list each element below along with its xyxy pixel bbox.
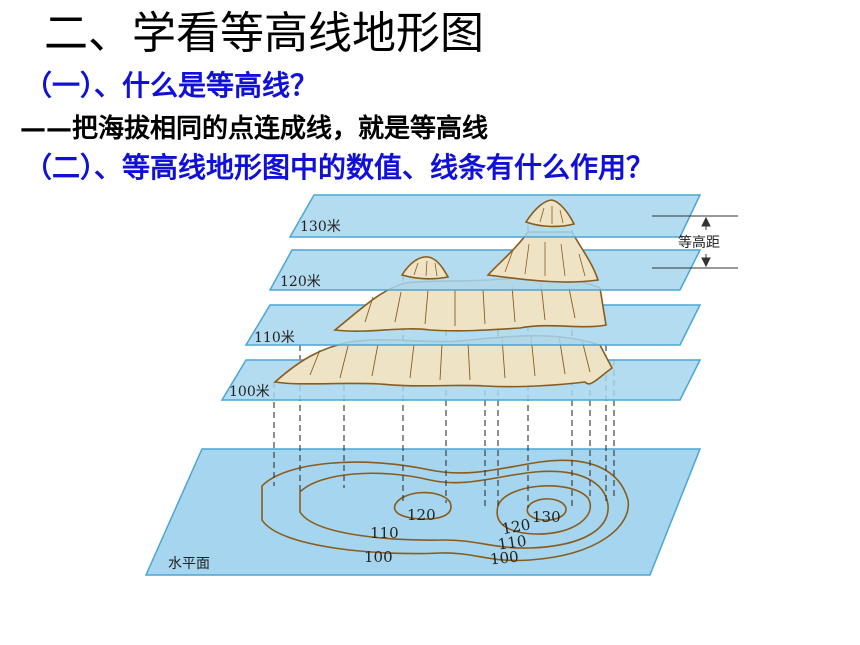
contour-130 — [526, 498, 567, 521]
contour-label: 100 — [489, 548, 519, 569]
contour-110 — [299, 470, 609, 549]
terrain-hatching — [309, 335, 591, 381]
contour-label: 120 — [407, 506, 436, 524]
terrain-hatching — [364, 283, 576, 326]
contour-label: 120 — [500, 515, 531, 538]
contour-numbers: 120 110 100 120 130 110 100 — [364, 506, 561, 569]
contour-120-right — [496, 485, 591, 535]
contour-120-left — [393, 491, 452, 520]
plane-label-120: 120米 — [280, 274, 321, 290]
terrain-layer-120 — [486, 231, 600, 283]
plane-label-100: 100米 — [229, 384, 270, 400]
slide-title: 二、学看等高线地形图 — [44, 8, 484, 59]
plane-label-110: 110米 — [254, 330, 295, 346]
contour-label: 130 — [532, 508, 561, 526]
base-plane — [144, 448, 702, 576]
base-contours — [261, 459, 630, 562]
contour-100 — [261, 459, 630, 562]
plane-label-130: 130米 — [300, 219, 341, 235]
plane-130 — [288, 194, 702, 238]
contour-label: 110 — [370, 524, 399, 542]
plane-120 — [268, 249, 702, 291]
question-2: （二）、等高线地形图中的数值、线条有什么作用？ — [24, 151, 655, 184]
contour-label: 110 — [497, 532, 528, 554]
contour-label: 100 — [364, 548, 393, 566]
question-1: （一）、什么是等高线？ — [24, 69, 319, 102]
interval-label: 等高距 — [678, 234, 720, 251]
answer-1: ——把海拔相同的点连成线，就是等高线 — [20, 114, 489, 144]
interval-indicator — [652, 215, 738, 269]
base-plane-label: 水平面 — [168, 556, 210, 572]
